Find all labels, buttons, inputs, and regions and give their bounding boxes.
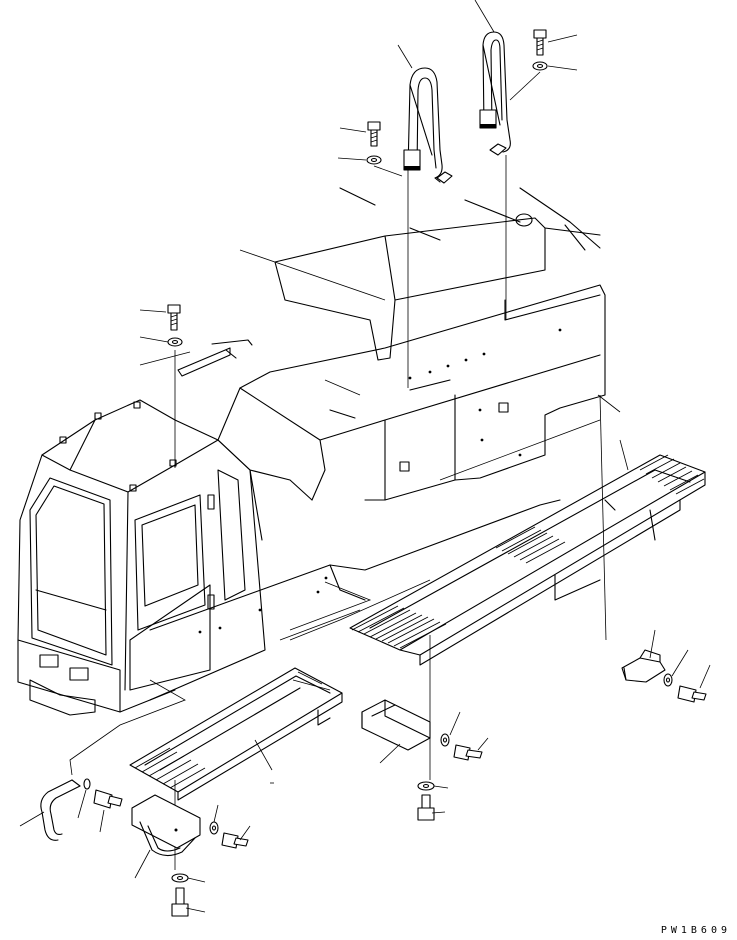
washer — [168, 338, 182, 346]
washer — [84, 779, 90, 789]
washer — [367, 156, 381, 164]
bolt — [172, 888, 188, 916]
handle — [41, 780, 80, 840]
step-grating — [352, 455, 704, 648]
drawing-code: PW1B609 — [660, 925, 731, 936]
washer — [418, 782, 434, 790]
washer — [210, 822, 218, 834]
step-rear — [350, 455, 705, 665]
bolt — [94, 790, 122, 808]
bolt — [168, 305, 180, 330]
bolt — [222, 833, 248, 848]
washer — [172, 874, 188, 882]
step-grating — [135, 672, 330, 788]
callout-leaders — [20, 0, 710, 912]
handrail-cab — [178, 340, 252, 376]
handrail-right — [480, 32, 510, 155]
step-front — [130, 668, 342, 800]
washer — [533, 62, 547, 70]
bolt — [418, 795, 434, 820]
washer — [664, 674, 672, 686]
washer — [441, 734, 449, 746]
bolt — [368, 122, 380, 146]
bolt — [534, 30, 546, 55]
handrail-left — [404, 68, 452, 183]
bolt — [678, 686, 706, 702]
bracket — [362, 700, 430, 750]
cab — [18, 400, 265, 715]
bracket — [132, 795, 200, 856]
bracket — [622, 650, 665, 682]
counterweight — [275, 188, 600, 360]
bolt — [454, 745, 482, 760]
